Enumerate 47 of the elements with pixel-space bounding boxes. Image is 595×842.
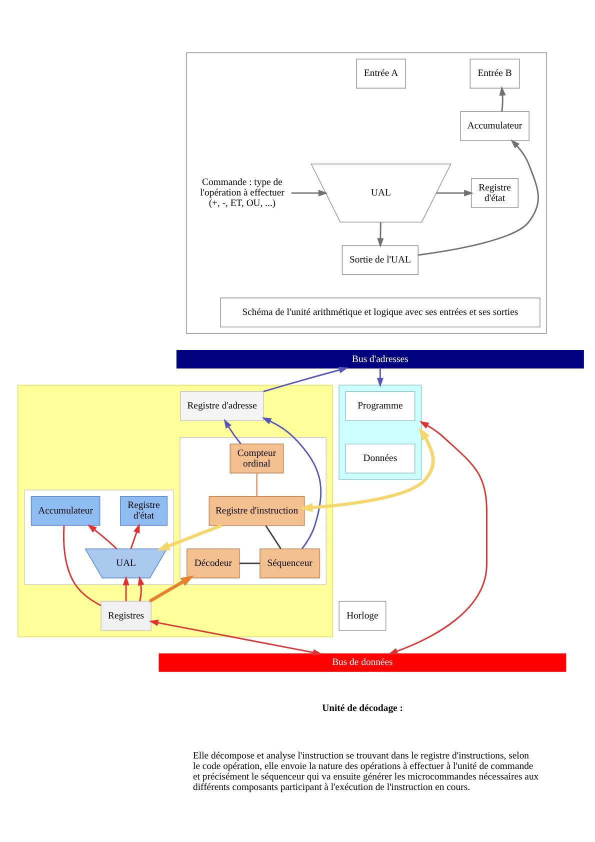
node-box: Registre d'instruction [208,496,305,526]
label: Unité de décodage : [322,703,403,714]
arrow [224,418,242,444]
node-box: Entrée B [470,58,520,89]
node-box: Registre d'état [120,496,168,526]
node-box: Registre d'adresse [180,391,264,421]
node-box: Bus d'adresses [176,350,584,369]
connector [240,562,260,564]
arrow [262,417,322,550]
node-text: Commande : type de l'opération à effectuer (+, -, ET, OU, ...) [200,177,284,210]
cluster [18,384,333,638]
arrow [377,222,384,248]
arrow [138,576,144,602]
node-box: Bus de données [158,653,566,672]
node-box: Registres [100,600,152,631]
arrow [436,190,474,196]
arrow [388,421,488,654]
arrow [130,524,140,549]
arrow [122,576,130,602]
cluster [186,52,547,334]
arrow [148,576,194,603]
arrow [418,139,539,256]
node-box: Programme [345,391,416,421]
label: Elle décompose et analyse l'instruction se trouvant dans le registre d'instructions, selon le code opération, elle envoie la nature des opérations à effectuer à l'unité de commande et précisément le séquenceur qui va ensuite générer les microcommandes nécessaires aux différents composants participant à l'exécution de l'instruction en cours. [193,750,539,793]
node-box: Sortie de l'UAL [342,245,419,275]
arrow [376,368,384,388]
node-box: Compteur ordinal [230,444,284,474]
arrow [300,427,435,512]
node-box: Données [345,444,416,474]
node-box: Horloge [338,600,386,631]
cluster [338,384,422,480]
node-box: Accumulateur [460,111,530,142]
node-box: Registre d'état [470,178,519,208]
node-box: Entrée A [356,58,406,89]
arrow [499,86,506,112]
node-box: Schéma de l'unité arithmétique et logique avec ses entrées et ses sorties [220,298,540,328]
arrow [148,620,322,656]
arrow [291,190,328,196]
node-box: Accumulateur [30,496,100,526]
connector [265,525,282,550]
node-box: Séquenceur [260,548,320,578]
arrow [87,524,118,550]
arrow [263,366,348,392]
arrow [156,524,222,551]
connector [256,473,258,496]
node-box: Décodeur [186,548,240,578]
connector [62,526,102,606]
